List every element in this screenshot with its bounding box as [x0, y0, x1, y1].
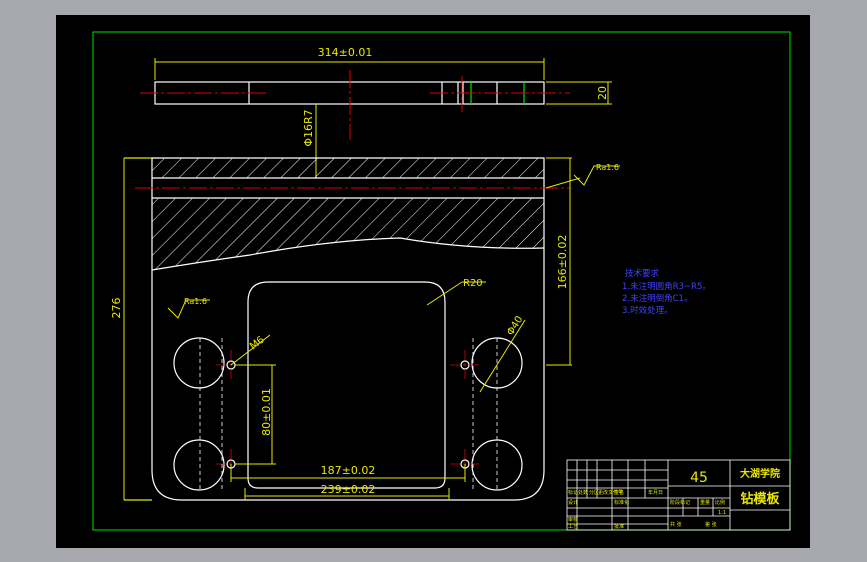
dim-bore: Φ16R7 — [302, 109, 315, 146]
tb-label-total: 共 张 — [670, 521, 682, 528]
tb-label-scale: 比例 — [715, 499, 725, 506]
hole-dashed-lines — [199, 338, 498, 490]
center-slot — [247, 281, 446, 489]
tb-label-date: 年月日 — [648, 489, 663, 496]
tb-scale: 1:1 — [718, 510, 726, 516]
tb-label-design: 设计 — [568, 499, 578, 506]
tb-label-count: 处数 — [578, 489, 588, 496]
tb-label-zone: 分区 — [589, 489, 599, 496]
break-line — [151, 237, 545, 271]
dim-hole-spacing-v: 80±0.01 — [260, 388, 273, 436]
dim-side-height: 166±0.02 — [556, 235, 569, 290]
title-block-frame — [566, 459, 791, 531]
tb-label-change: 更改文件号 — [598, 489, 623, 496]
tb-label-mark: 标记 — [568, 489, 578, 496]
roughness-leader-right — [545, 177, 581, 189]
title-block — [566, 459, 791, 531]
tb-label-sign: 签名 — [614, 489, 624, 496]
tech-req-title: 技术要求 — [625, 268, 660, 279]
roughness-label-right: Ra1.6 — [596, 163, 619, 172]
tech-req-line-1: 1.未注明圆角R3~R5。 — [622, 281, 711, 292]
dim-bottom-width: 239±0.02 — [321, 483, 376, 496]
front-outline — [151, 157, 545, 501]
dim-hole-spacing-h: 187±0.02 — [321, 464, 376, 477]
tech-req-line-3: 3.时效处理。 — [622, 305, 673, 316]
front-dims — [123, 157, 620, 500]
tb-small-labels: 标记 处数 分区 更改文件号 签名 年月日 设计 标准化 审核 工艺 批准 阶段… — [568, 489, 725, 530]
tb-label-sheet: 第 张 — [705, 521, 717, 528]
dim-slot-radius: R20 — [463, 278, 483, 289]
tb-material: 45 — [690, 470, 708, 486]
top-view-centerlines — [140, 70, 570, 140]
tb-label-std: 标准化 — [614, 499, 629, 506]
leader-dia40 — [479, 319, 526, 393]
tb-school: 大湖学院 — [740, 467, 780, 480]
tech-req-line-2: 2.未注明倒角C1。 — [622, 293, 692, 304]
tech-requirements: 技术要求 1.未注明圆角R3~R5。 2.未注明倒角C1。 3.时效处理。 — [622, 268, 711, 316]
dim-top-length: 314±0.01 — [318, 46, 373, 59]
hole-bottom-left — [173, 439, 225, 491]
roughness-label-left: Ra1.6 — [184, 297, 207, 306]
drawing-border — [92, 31, 791, 531]
leader-r20 — [426, 281, 463, 306]
hole-top-left — [173, 337, 225, 389]
tb-label-review: 审核 — [568, 516, 578, 523]
tb-label-process: 工艺 — [568, 524, 578, 530]
roughness-symbol-left — [167, 299, 210, 319]
tb-label-stage: 阶段标记 — [670, 499, 690, 506]
dim-overall-height: 276 — [110, 298, 123, 319]
leader-m6 — [230, 334, 271, 366]
tb-label-weight: 重量 — [700, 499, 710, 506]
dim-top-thickness: 20 — [596, 86, 609, 100]
tb-label-approve: 批准 — [614, 523, 624, 530]
tb-part-name: 钻模板 — [740, 491, 780, 507]
roughness-symbol-right — [573, 165, 620, 186]
